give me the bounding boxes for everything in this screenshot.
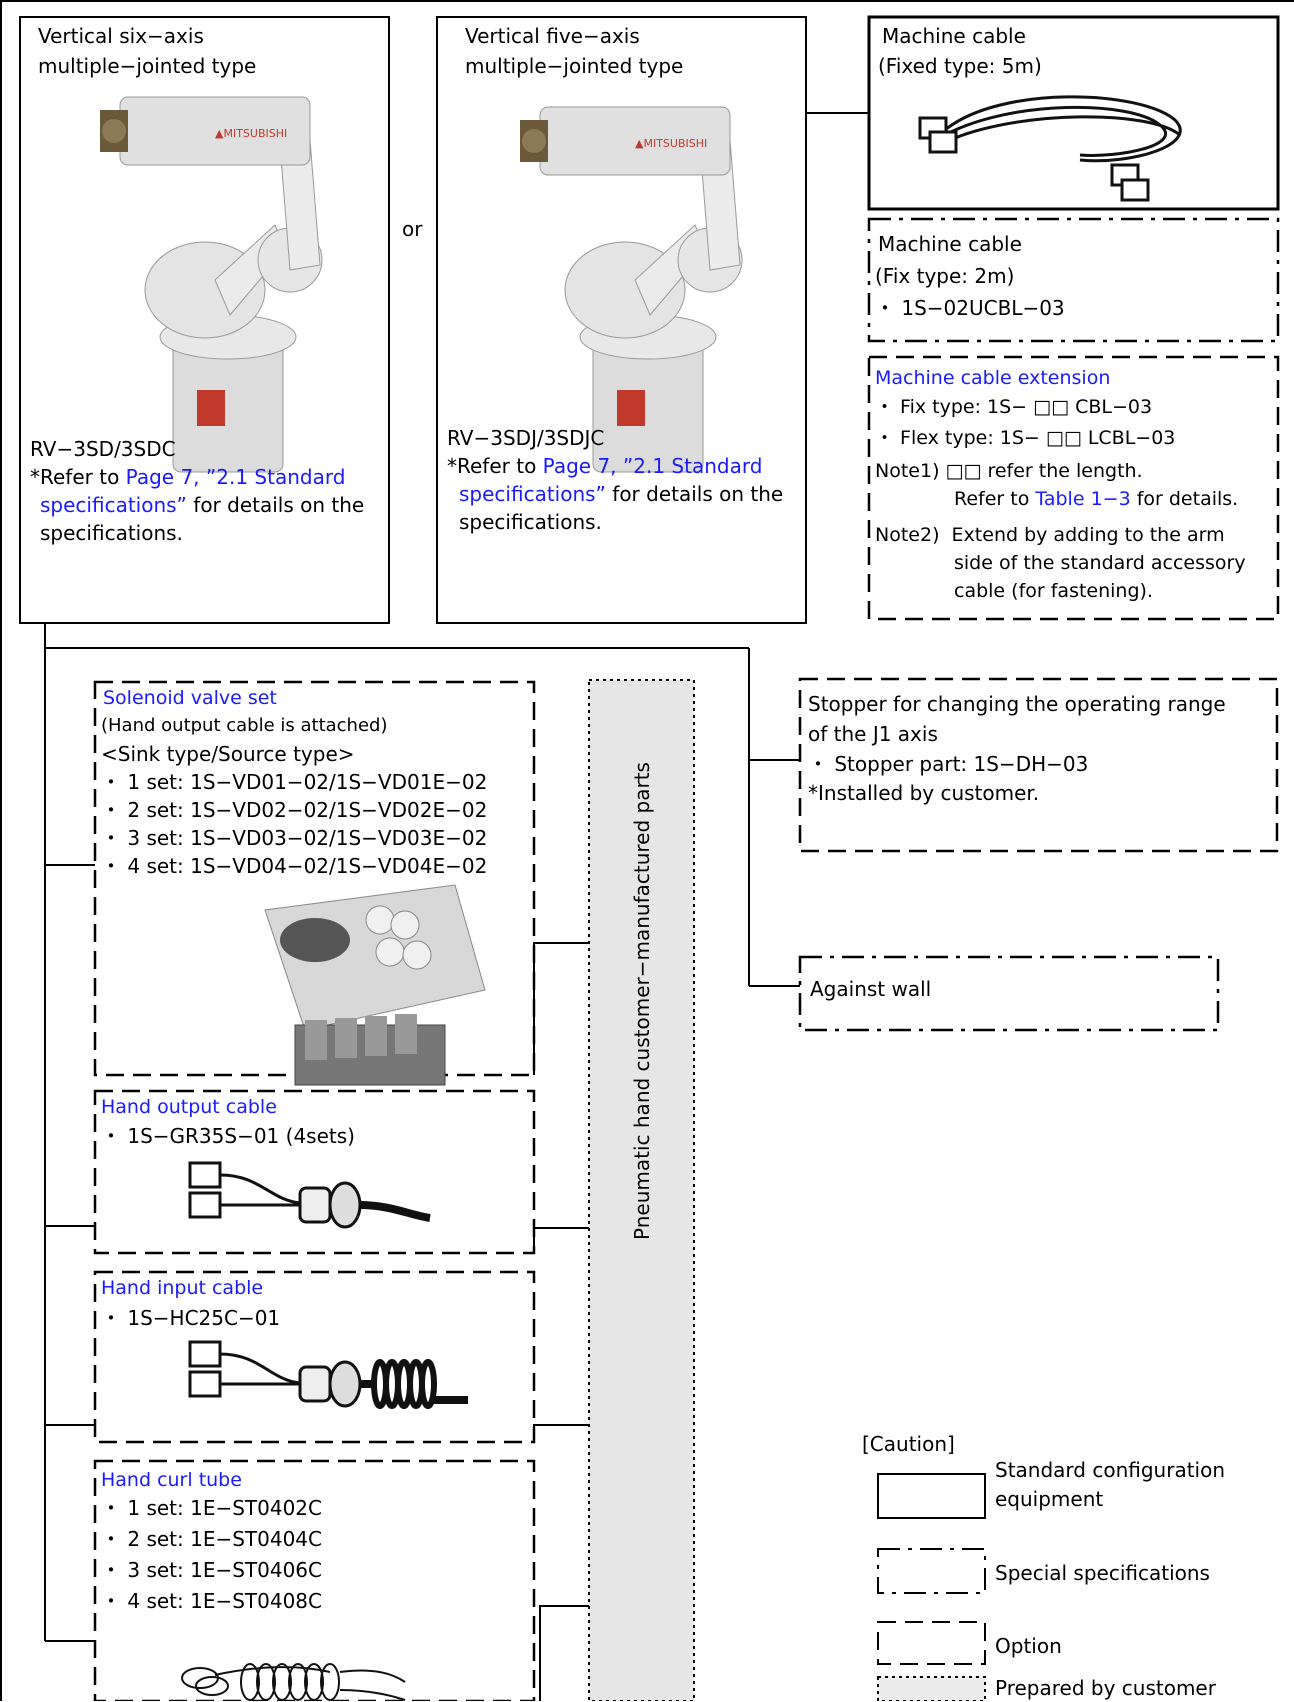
curl-tube-item-4: ・ 4 set: 1E−ST0408C <box>101 1589 322 1613</box>
robot6-title-line2: multiple−jointed type <box>38 54 257 78</box>
robot5-illustration: ▲MITSUBISHI <box>520 106 743 473</box>
robot5-ref-suffix: for details on the <box>605 482 784 506</box>
hand-output-illustration <box>188 1161 431 1229</box>
legend-standard-line1: Standard configuration <box>995 1458 1226 1482</box>
svg-text:▲MITSUBISHI: ▲MITSUBISHI <box>215 127 287 140</box>
curl-tube-item-3: ・ 3 set: 1E−ST0406C <box>101 1558 322 1582</box>
robot5-ref-prefix: *Refer to <box>447 454 543 478</box>
solenoid-item-2: ・ 2 set: 1S−VD02−02/1S−VD02E−02 <box>101 798 488 822</box>
robot5-ref-link[interactable]: Page 7, ”2.1 Standard <box>542 454 763 478</box>
hand-output-item: ・ 1S−GR35S−01 (4sets) <box>101 1124 355 1148</box>
robot6-box <box>19 16 390 624</box>
stopper-line1: Stopper for changing the operating range <box>808 692 1226 716</box>
extension-note2-line3: cable (for fastening). <box>954 580 1153 602</box>
machine-cable-2m-item: ・ 1S−02UCBL−03 <box>875 296 1065 320</box>
stopper-line4: *Installed by customer. <box>808 781 1040 805</box>
robot6-illustration: ▲MITSUBISHI <box>100 96 323 473</box>
pneumatic-column <box>588 679 695 1701</box>
svg-text:▲MITSUBISHI: ▲MITSUBISHI <box>635 137 707 150</box>
legend-standard-sample <box>877 1473 986 1519</box>
extension-note1-prefix: Refer to <box>954 488 1036 510</box>
robot5-ref-line2: specifications” for details on the <box>459 480 783 508</box>
pneumatic-label-area: Pneumatic hand customer−manufactured par… <box>589 680 694 1701</box>
hand-input-item: ・ 1S−HC25C−01 <box>101 1306 281 1330</box>
legend-customer-label: Prepared by customer <box>995 1676 1216 1700</box>
legend-option-label: Option <box>995 1634 1062 1658</box>
or-label: or <box>402 217 423 241</box>
solenoid-illustration <box>264 884 486 1086</box>
robot5-ref-line3: specifications. <box>459 510 602 534</box>
robot6-ref-link2[interactable]: specifications” <box>40 493 187 517</box>
solenoid-title: Solenoid valve set <box>103 687 277 709</box>
solenoid-type: <Sink type/Source type> <box>101 742 355 766</box>
solenoid-item-4: ・ 4 set: 1S−VD04−02/1S−VD04E−02 <box>101 854 488 878</box>
wall-label: Against wall <box>810 977 932 1001</box>
machine-cable-5m-sub: (Fixed type: 5m) <box>878 54 1042 78</box>
robot6-ref-line1: *Refer to Page 7, ”2.1 Standard <box>30 463 345 491</box>
robot6-ref-prefix: *Refer to <box>30 465 126 489</box>
extension-box <box>867 355 1280 621</box>
hand-input-illustration <box>188 1340 468 1409</box>
curl-tube-item-1: ・ 1 set: 1E−ST0402C <box>101 1496 322 1520</box>
legend-special-sample <box>877 1548 986 1594</box>
robot5-title-line2: multiple−jointed type <box>465 54 684 78</box>
stopper-line2: of the J1 axis <box>808 722 938 746</box>
robot6-model: RV−3SD/3SDC <box>30 437 176 461</box>
solenoid-sub: (Hand output cable is attached) <box>101 715 388 736</box>
extension-note1-suffix: for details. <box>1130 488 1239 510</box>
machine-cable-2m-title: Machine cable <box>878 232 1022 256</box>
extension-note1-ref: Refer to Table 1−3 for details. <box>954 485 1238 513</box>
robot5-box <box>436 16 807 624</box>
curl-tube-title: Hand curl tube <box>101 1469 242 1491</box>
solenoid-item-3: ・ 3 set: 1S−VD03−02/1S−VD03E−02 <box>101 826 488 850</box>
legend-title: [Caution] <box>862 1432 955 1456</box>
solenoid-item-1: ・ 1 set: 1S−VD01−02/1S−VD01E−02 <box>101 770 488 794</box>
hand-output-title: Hand output cable <box>101 1096 277 1118</box>
robot6-ref-line3: specifications. <box>40 521 183 545</box>
extension-item-fix: ・ Fix type: 1S− □□ CBL−03 <box>875 396 1153 418</box>
stopper-line3: ・ Stopper part: 1S−DH−03 <box>808 752 1089 776</box>
extension-note2-line1: Note2) Extend by adding to the arm <box>875 524 1225 546</box>
robot5-ref-link2[interactable]: specifications” <box>459 482 606 506</box>
legend-standard-line2: equipment <box>995 1487 1104 1511</box>
hand-input-box <box>93 1270 536 1444</box>
curl-tube-illustration <box>181 1663 406 1701</box>
robot6-ref-suffix: for details on the <box>186 493 365 517</box>
machine-cable-5m-title: Machine cable <box>882 24 1026 48</box>
wall-box <box>798 955 1220 1032</box>
machine-cable-2m-sub: (Fix type: 2m) <box>875 264 1015 288</box>
extension-table-link[interactable]: Table 1−3 <box>1035 488 1131 510</box>
hand-output-box <box>93 1089 536 1255</box>
robot5-model: RV−3SDJ/3SDJC <box>447 426 605 450</box>
extension-item-flex: ・ Flex type: 1S− □□ LCBL−03 <box>875 427 1176 449</box>
extension-title: Machine cable extension <box>875 367 1111 389</box>
legend-customer-sample <box>877 1676 986 1701</box>
legend-special-label: Special specifications <box>995 1561 1210 1585</box>
curl-tube-item-2: ・ 2 set: 1E−ST0404C <box>101 1527 322 1551</box>
hand-input-title: Hand input cable <box>101 1277 264 1299</box>
curl-tube-box <box>93 1459 536 1701</box>
extension-note1: Note1) □□ refer the length. <box>875 460 1143 482</box>
robot5-ref-line1: *Refer to Page 7, ”2.1 Standard <box>447 452 762 480</box>
robot6-ref-link[interactable]: Page 7, ”2.1 Standard <box>125 465 346 489</box>
machine-cable-illustration <box>918 95 1182 202</box>
pneumatic-label: Pneumatic hand customer−manufactured par… <box>629 761 654 1240</box>
extension-note2-line2: side of the standard accessory <box>954 552 1246 574</box>
machine-cable-2m-box <box>867 217 1280 343</box>
solenoid-box <box>93 680 536 1077</box>
robot6-title-line1: Vertical six−axis <box>38 24 204 48</box>
legend-option-sample <box>877 1621 986 1665</box>
robot6-ref-line2: specifications” for details on the <box>40 491 364 519</box>
robot5-title-line1: Vertical five−axis <box>465 24 640 48</box>
